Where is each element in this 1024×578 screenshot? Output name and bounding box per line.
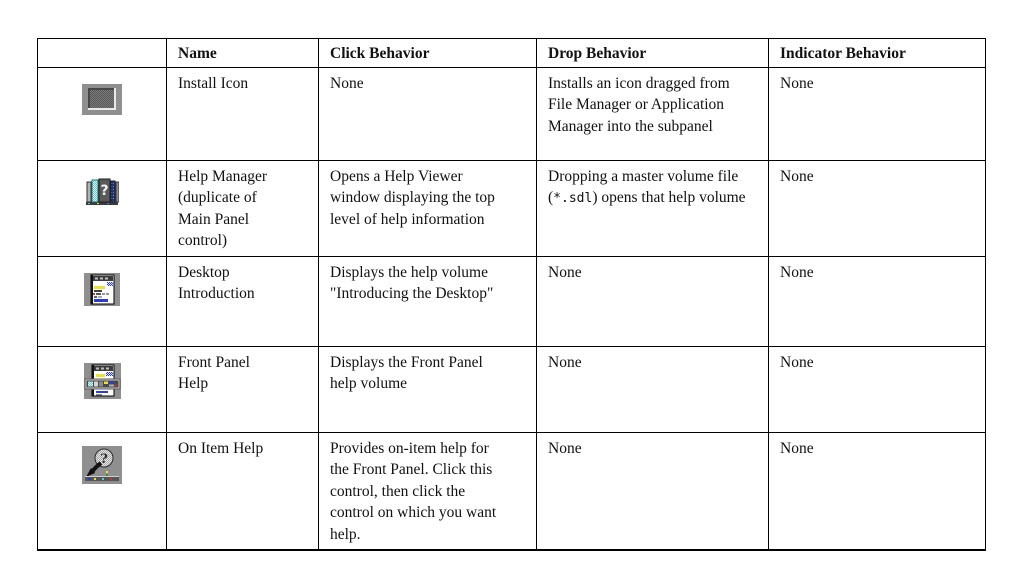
svg-text:?: ? xyxy=(100,452,108,467)
name-cell: Help Manager (duplicate of Main Panel co… xyxy=(166,159,319,257)
drop-behavior-cell: Installs an icon dragged from File Manag… xyxy=(536,66,769,161)
table-row-front-panel-help: Front Panel Help Displays the Front Pane… xyxy=(37,345,986,433)
click-behavior-cell: Displays the Front Panel help volume xyxy=(318,345,537,433)
indicator-behavior-cell: None xyxy=(768,431,986,551)
help-manager-icon-cell: ? xyxy=(37,159,167,257)
header-drop-behavior: Drop Behavior xyxy=(536,38,769,68)
controls-table: Name Click Behavior Drop Behavior Indica… xyxy=(37,38,986,551)
header-indicator-behavior: Indicator Behavior xyxy=(768,38,986,68)
header-name: Name xyxy=(166,38,319,68)
drop-behavior-cell: None xyxy=(536,345,769,433)
indicator-behavior-cell: None xyxy=(768,159,986,257)
sdl-file-extension: *.sdl xyxy=(553,191,593,206)
drop-behavior-cell: None xyxy=(536,431,769,551)
help-manager-icon: ? xyxy=(86,178,119,205)
header-click-behavior: Click Behavior xyxy=(318,38,537,68)
install-icon-cell xyxy=(37,66,167,161)
name-cell: Front Panel Help xyxy=(166,345,319,433)
table-header-row: Name Click Behavior Drop Behavior Indica… xyxy=(37,38,986,68)
svg-text:?: ? xyxy=(100,183,108,199)
indicator-behavior-cell: None xyxy=(768,345,986,433)
click-behavior-cell: Provides on-item help for the Front Pane… xyxy=(318,431,537,551)
on-item-help-icon-cell: ? xyxy=(37,431,167,551)
front-panel-help-icon-cell xyxy=(37,345,167,433)
table-row-install-icon: Install Icon None Installs an icon dragg… xyxy=(37,66,986,161)
name-cell: On Item Help xyxy=(166,431,319,551)
click-behavior-cell: None xyxy=(318,66,537,161)
header-icon-column xyxy=(37,38,167,68)
on-item-help-icon: ? xyxy=(82,445,122,484)
table-row-on-item-help: ? On Item Help Provides on-item help for… xyxy=(37,431,986,551)
desktop-introduction-icon xyxy=(84,272,120,306)
front-panel-help-icon xyxy=(83,362,121,399)
install-icon xyxy=(82,83,122,115)
click-behavior-cell: Opens a Help Viewer window displaying th… xyxy=(318,159,537,257)
indicator-behavior-cell: None xyxy=(768,255,986,347)
desktop-introduction-icon-cell xyxy=(37,255,167,347)
indicator-behavior-cell: None xyxy=(768,66,986,161)
name-cell: Install Icon xyxy=(166,66,319,161)
table-row-help-manager: ? Help Manager (duplicate of Main Panel … xyxy=(37,159,986,257)
name-cell: Desktop Introduction xyxy=(166,255,319,347)
table-row-desktop-introduction: Desktop Introduction Displays the help v… xyxy=(37,255,986,347)
click-behavior-cell: Displays the help volume "Introducing th… xyxy=(318,255,537,347)
drop-behavior-cell: Dropping a master volume file (*.sdl) op… xyxy=(536,159,769,257)
drop-behavior-cell: None xyxy=(536,255,769,347)
